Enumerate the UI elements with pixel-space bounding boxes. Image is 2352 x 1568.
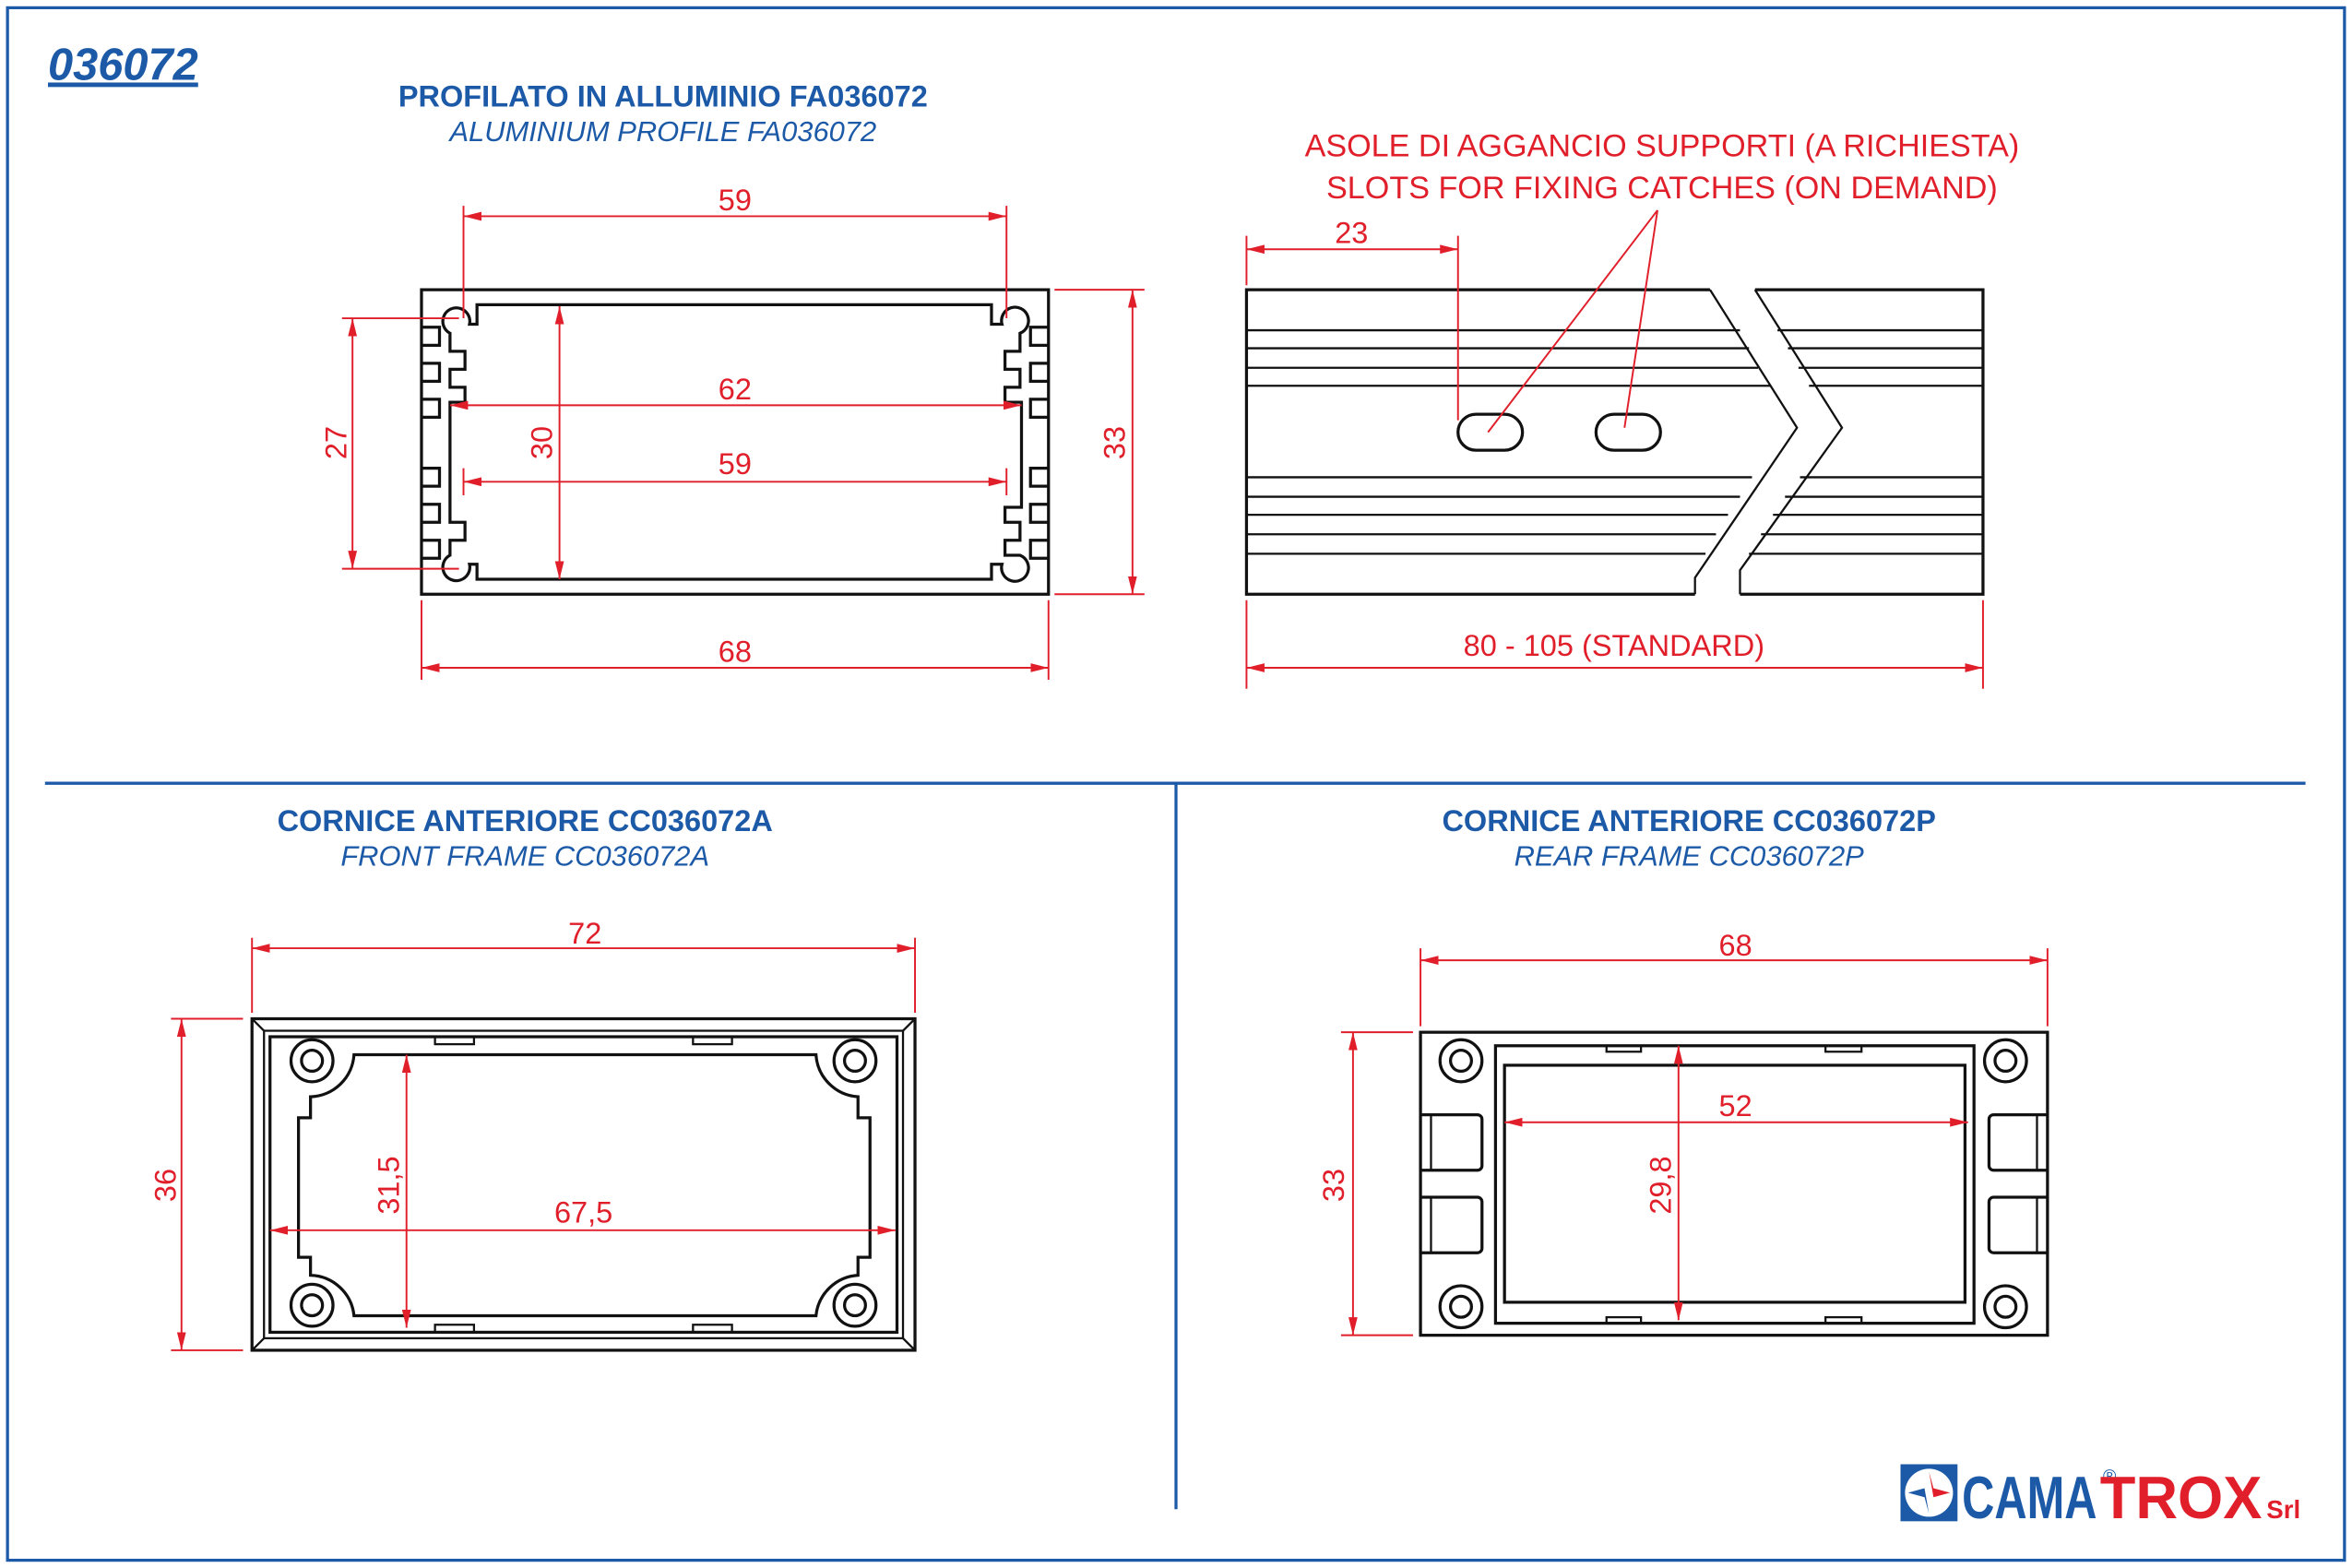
dim-rear-height: 33 — [1317, 1169, 1350, 1202]
fixing-slot — [1456, 412, 1525, 452]
dim-profile-length: 80 - 105 (STANDARD) — [1464, 629, 1764, 662]
profile-subtitle: ALUMINIUM PROFILE FA036072 — [447, 115, 876, 148]
slots-note-en: SLOTS FOR FIXING CATCHES (ON DEMAND) — [1326, 171, 1998, 206]
front-frame-drawing — [171, 937, 917, 1352]
dim-profile-width: 68 — [719, 635, 752, 668]
dim-profile-top-width: 59 — [719, 184, 752, 217]
logo-registered: ® — [2103, 1467, 2117, 1487]
drawing-code: 036072 — [48, 40, 198, 89]
profile-section-drawing — [341, 206, 1145, 680]
sheet-border — [6, 6, 2346, 1562]
rear-frame-title: CORNICE ANTERIORE CC036072P — [1442, 804, 1935, 837]
dim-profile-inner-width: 62 — [719, 373, 752, 406]
logo-text-cama: CAMA — [1962, 1464, 2097, 1531]
profile-title: PROFILATO IN ALLUMINIO FA036072 — [398, 80, 928, 113]
dim-front-height: 36 — [148, 1169, 182, 1202]
dim-front-inner-width: 67,5 — [554, 1196, 612, 1229]
dim-front-width: 72 — [568, 917, 601, 950]
rear-frame-drawing — [1340, 948, 2049, 1337]
dim-rear-inner-height: 29,8 — [1645, 1156, 1678, 1214]
dim-rear-width: 68 — [1719, 929, 1752, 962]
logo-text-srl: Srl — [2266, 1495, 2300, 1524]
front-frame-subtitle: FRONT FRAME CC036072A — [340, 840, 709, 873]
dim-slot-offset: 23 — [1335, 217, 1368, 250]
camatrox-logo: CAMA ® TROX Srl — [1900, 1464, 2300, 1531]
dim-profile-slot-width: 59 — [719, 447, 752, 481]
profile-side-view — [1244, 209, 1985, 689]
dim-profile-inner-height: 30 — [525, 426, 558, 459]
dim-rear-inner-width: 52 — [1719, 1089, 1752, 1123]
logo-text-trox: TROX — [2100, 1464, 2263, 1531]
rear-frame-subtitle: REAR FRAME CC036072P — [1515, 840, 1865, 873]
fixing-slot — [1594, 412, 1662, 452]
slots-note-it: ASOLE DI AGGANCIO SUPPORTI (A RICHIESTA) — [1305, 128, 2020, 163]
dim-profile-slot-height: 27 — [320, 426, 353, 459]
dim-front-inner-height: 31,5 — [373, 1156, 406, 1214]
front-frame-title: CORNICE ANTERIORE CC036072A — [278, 804, 773, 837]
dim-profile-height: 33 — [1099, 426, 1132, 459]
